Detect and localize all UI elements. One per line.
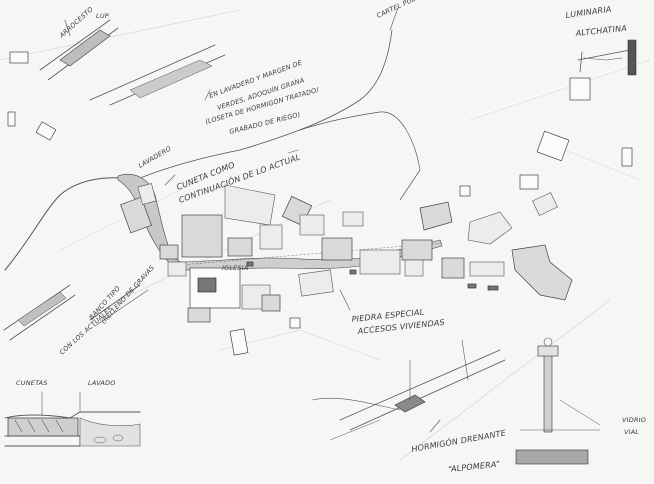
label-lavado: LAVADO	[88, 379, 116, 387]
label-luminaria: LUMINARIA	[565, 5, 612, 20]
buildings	[7, 51, 633, 356]
label-alpomera: “ALPOMERA”	[447, 460, 501, 474]
label-altchatina: ALTCHATINA	[574, 24, 627, 38]
label-iglesia: IGLESIA	[222, 264, 249, 272]
hormigon-detail	[311, 339, 506, 441]
banco-detail	[3, 284, 149, 341]
label-vial: VIAL	[624, 428, 639, 436]
main-road	[4, 7, 421, 271]
arroyo-detail	[39, 19, 226, 106]
label-banco-3: CON LOS ACTUALES	[58, 305, 114, 357]
label-lavadero-tag: LAVADERO	[137, 145, 173, 170]
label-cunetas: CUNETAS	[16, 379, 48, 387]
label-vidrio: VIDRIO	[622, 416, 646, 424]
lamp-detail	[515, 337, 601, 465]
label-hormigon: HORMIGÓN DRENANTE	[410, 426, 507, 454]
leader-lines	[164, 89, 441, 433]
label-arrocesto-short: LUP	[96, 12, 109, 20]
label-pueblo-cartel: CARTEL PUEBLO	[375, 0, 429, 20]
background-guides	[0, 9, 651, 461]
cuneta-section	[4, 391, 141, 447]
luminaria-detail	[577, 39, 637, 76]
